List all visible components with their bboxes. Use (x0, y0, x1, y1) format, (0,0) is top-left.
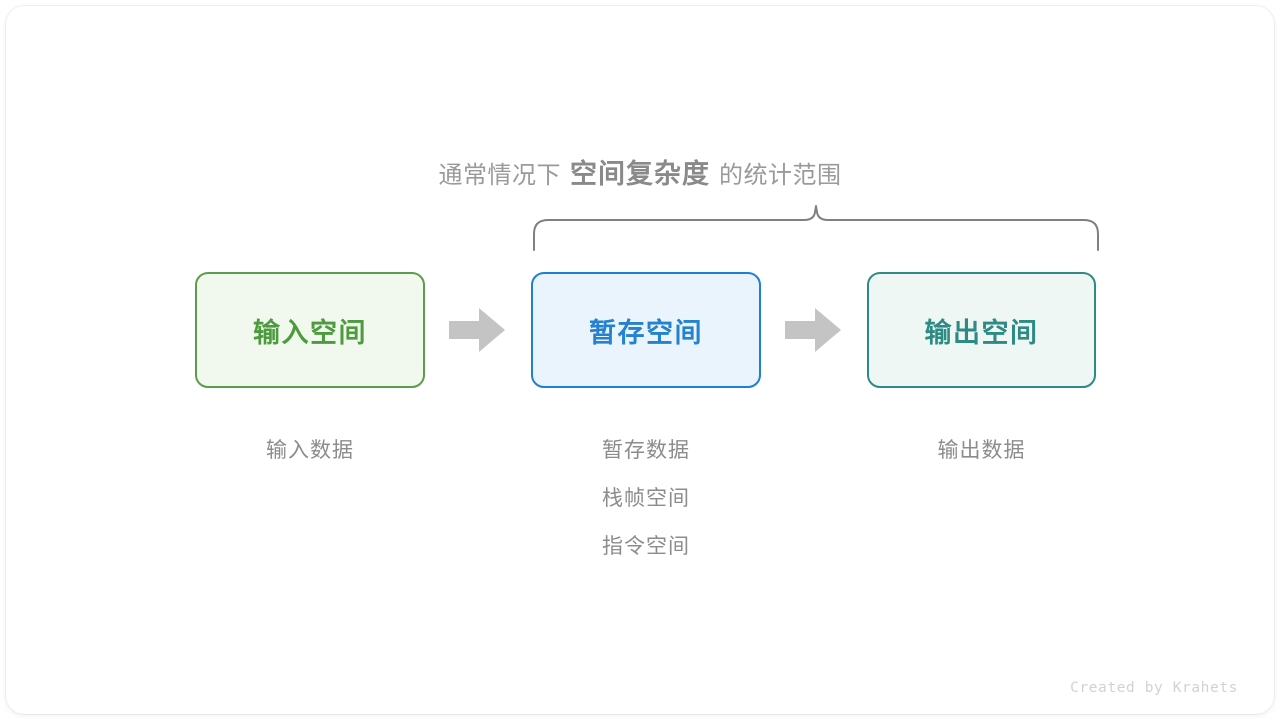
scope-heading: 通常情况下空间复杂度的统计范围 (6, 154, 1274, 199)
caption-output-data: 输出数据 (937, 439, 1026, 462)
caption-instruction-space: 指令空间 (602, 535, 690, 558)
box-temp-space: 暂存空间 (531, 272, 761, 388)
box-input-space-label: 输入空间 (253, 317, 367, 348)
arrow-right-icon-2 (785, 308, 841, 352)
scope-heading-prefix: 通常情况下 (438, 162, 561, 189)
caption-column-temp: 暂存数据 栈帧空间 指令空间 (531, 427, 761, 571)
watermark-credit: Created by Krahets (1070, 680, 1238, 696)
caption-stack-frame-space: 栈帧空间 (602, 487, 690, 510)
box-output-space-label: 输出空间 (924, 317, 1039, 348)
scope-brace-icon (533, 205, 1099, 251)
box-input-space: 输入空间 (195, 272, 425, 388)
slide-card: 通常情况下空间复杂度的统计范围 输入空间 暂存空间 输出空间 输入数据 (6, 6, 1274, 714)
caption-input-data: 输入数据 (266, 439, 354, 462)
caption-column-output: 输出数据 (867, 427, 1096, 475)
arrow-right-icon-1 (449, 308, 505, 352)
box-temp-space-label: 暂存空间 (589, 317, 703, 348)
scope-heading-emphasis: 空间复杂度 (570, 159, 710, 189)
caption-column-input: 输入数据 (195, 427, 425, 475)
scope-heading-suffix: 的统计范围 (719, 162, 842, 189)
caption-temp-data: 暂存数据 (602, 439, 690, 462)
box-output-space: 输出空间 (867, 272, 1096, 388)
